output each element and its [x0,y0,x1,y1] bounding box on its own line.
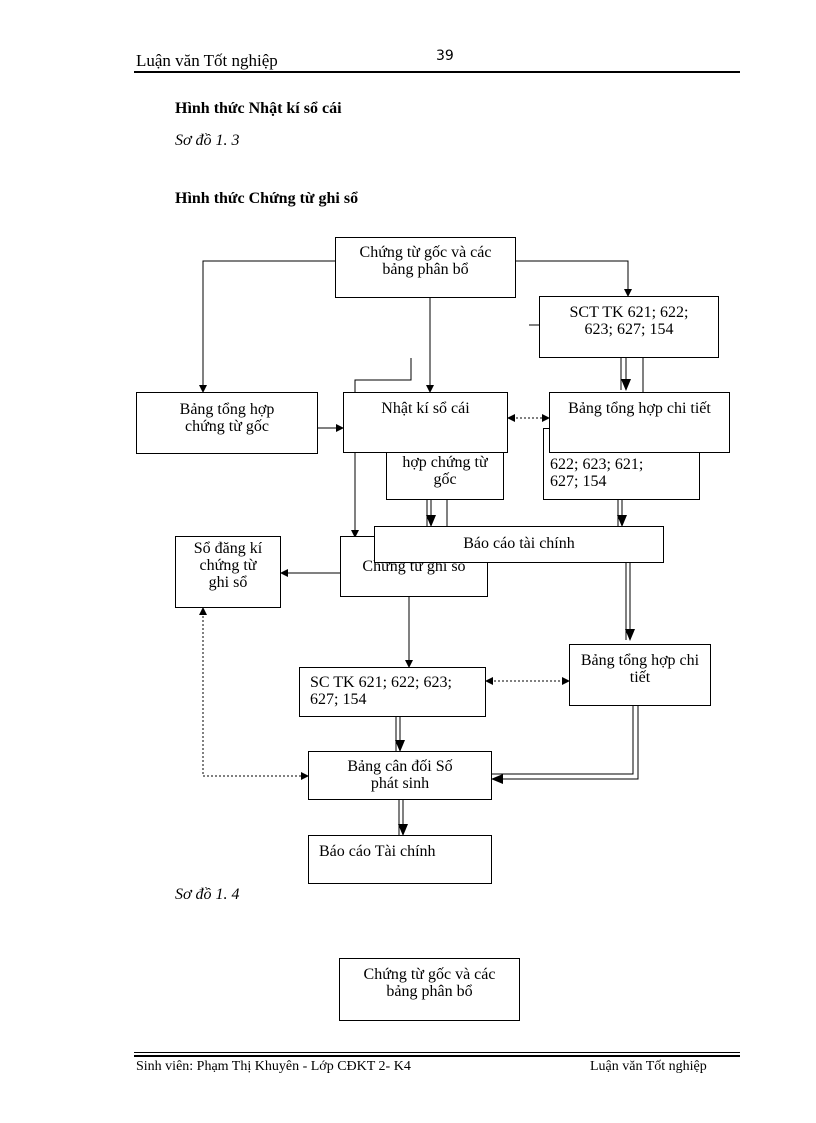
journal-ledger-label: Nhật kí sổ cái [381,400,470,417]
source-documents-label: Chứng từ gốc và các bảng phân bổ [359,244,492,278]
bottom-source-documents-box: Chứng từ gốc và các bảng phân bổ [339,958,520,1021]
financial-report-overlay-label: Báo cáo tài chính [463,535,575,552]
footer-rule-bottom [134,1055,740,1057]
header-rule [134,71,740,73]
header-title: Luận văn Tốt nghiệp [136,51,278,70]
sc-tk-box: SC TK 621; 622; 623; 627; 154 [299,667,486,717]
trial-balance-label: Bảng cân đối Số phát sinh [347,758,453,792]
footer-title: Luận văn Tốt nghiệp [590,1059,707,1074]
financial-report-overlay-box: Báo cáo tài chính [374,526,664,563]
section-heading-voucher: Hình thức Chứng từ ghi sổ [175,190,359,207]
footer-student: Sinh viên: Phạm Thị Khuyên - Lớp CĐKT 2-… [136,1059,411,1074]
detail-summary-box: Bảng tổng hợp chi tiết [569,644,711,706]
detail-summary-top-label: Bảng tổng hợp chi tiết [568,400,711,417]
voucher-register-label: Sổ đăng kí chứng từ ghi sổ [193,540,263,591]
sc-tk-label: SC TK 621; 622; 623; 627; 154 [310,674,452,708]
ghost-summary-text: hợp chứng từ gốc [402,454,488,488]
page-number: 39 [436,48,454,64]
source-documents-box: Chứng từ gốc và các bảng phân bổ [335,237,516,298]
sct-ledger-box: SCT TK 621; 622; 623; 627; 154 [539,296,719,358]
summary-original-label: Bảng tổng hợp chứng từ gốc [179,401,275,435]
summary-original-box: Bảng tổng hợp chứng từ gốc [136,392,318,454]
section-heading-ledger: Hình thức Nhật kí sổ cái [175,100,342,117]
detail-summary-top-box: Bảng tổng hợp chi tiết [549,392,730,453]
bottom-source-documents-label: Chứng từ gốc và các bảng phân bổ [363,966,496,1000]
figure-caption-1-4: Sơ đồ 1. 4 [175,886,240,903]
journal-ledger-box: Nhật kí sổ cái [343,392,508,453]
detail-summary-label: Bảng tổng hợp chi tiết [580,652,700,686]
financial-report-box: Báo cáo Tài chính [308,835,492,884]
figure-caption-1-3: Sơ đồ 1. 3 [175,132,240,149]
footer-rule-top [134,1052,740,1053]
sct-ledger-label: SCT TK 621; 622; 623; 627; 154 [569,304,689,338]
ghost-detail-text: 622; 623; 621; 627; 154 [550,456,644,490]
trial-balance-box: Bảng cân đối Số phát sinh [308,751,492,800]
voucher-register-box: Sổ đăng kí chứng từ ghi sổ [175,536,281,608]
financial-report-label: Báo cáo Tài chính [319,843,436,860]
